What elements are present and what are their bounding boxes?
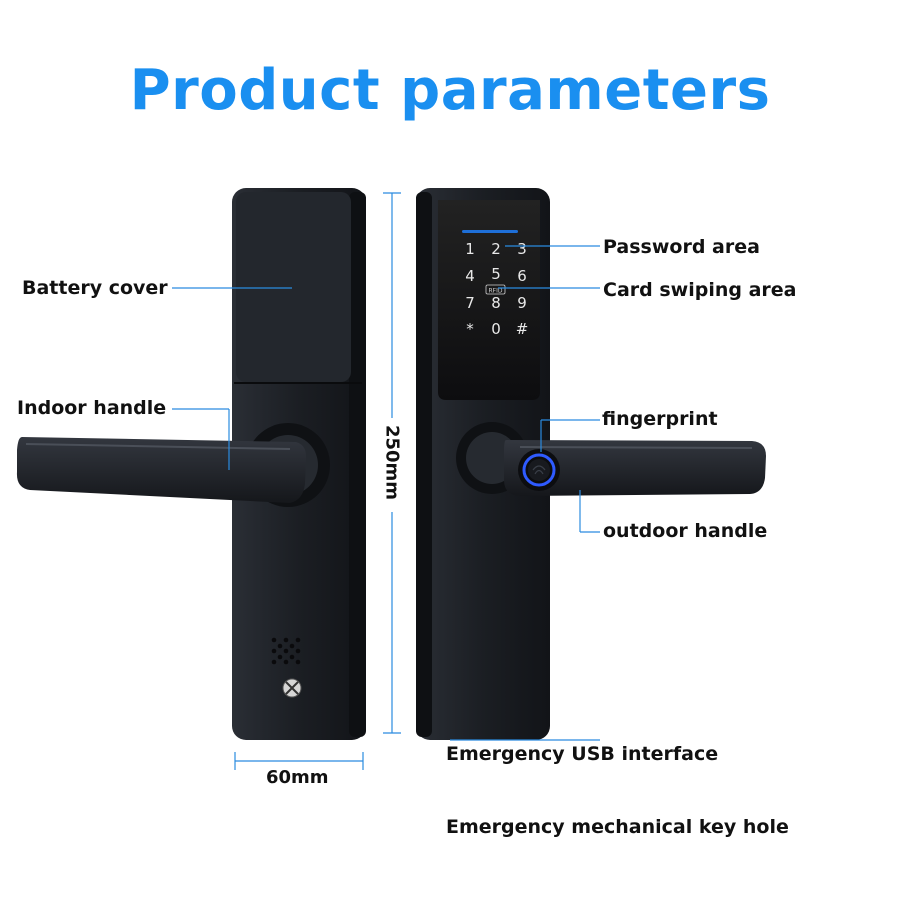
- keypad-key: #: [516, 320, 529, 338]
- keypad-key: *: [466, 320, 474, 338]
- page-title: Product parameters: [129, 58, 771, 123]
- keypad-key: 3: [517, 240, 527, 258]
- speaker-grille: [271, 637, 301, 665]
- height-dimension-label: 250mm: [381, 424, 403, 501]
- label-usb-interface: Emergency USB interface: [446, 743, 719, 765]
- label-password-area: Password area: [603, 236, 760, 258]
- screw-icon: [282, 678, 302, 698]
- label-key-hole: Emergency mechanical key hole: [446, 816, 789, 838]
- label-fingerprint: fingerprint: [602, 408, 718, 430]
- keypad-key: 2: [491, 240, 501, 258]
- outdoor-handle: [456, 422, 766, 496]
- keypad-key: 4: [465, 267, 475, 285]
- callout-lines: [172, 245, 600, 741]
- label-outdoor-handle: outdoor handle: [603, 520, 768, 542]
- keypad-key: 6: [517, 267, 527, 285]
- keypad-key: 8: [491, 294, 501, 312]
- width-dimension-line: [234, 752, 364, 770]
- height-dimension-line: [383, 192, 401, 734]
- fingerprint-sensor-icon: [518, 449, 560, 491]
- width-dimension-label: 60mm: [266, 767, 329, 788]
- keypad-key: 7: [465, 294, 475, 312]
- label-indoor-handle: Indoor handle: [17, 397, 167, 419]
- card-reader-icon: [485, 284, 506, 295]
- label-card-swiping-area: Card swiping area: [603, 279, 797, 301]
- keypad: 1 2 3 4 5 6 7 8 9 * 0 # RFID: [465, 240, 528, 338]
- keypad-key: 0: [491, 320, 501, 338]
- label-battery-cover: Battery cover: [22, 277, 168, 299]
- keypad-key: 9: [517, 294, 527, 312]
- keypad-key: 1: [465, 240, 475, 258]
- card-reader-badge: RFID: [488, 288, 502, 295]
- indoor-handle: [16, 423, 330, 507]
- keypad-key: 5: [491, 265, 501, 283]
